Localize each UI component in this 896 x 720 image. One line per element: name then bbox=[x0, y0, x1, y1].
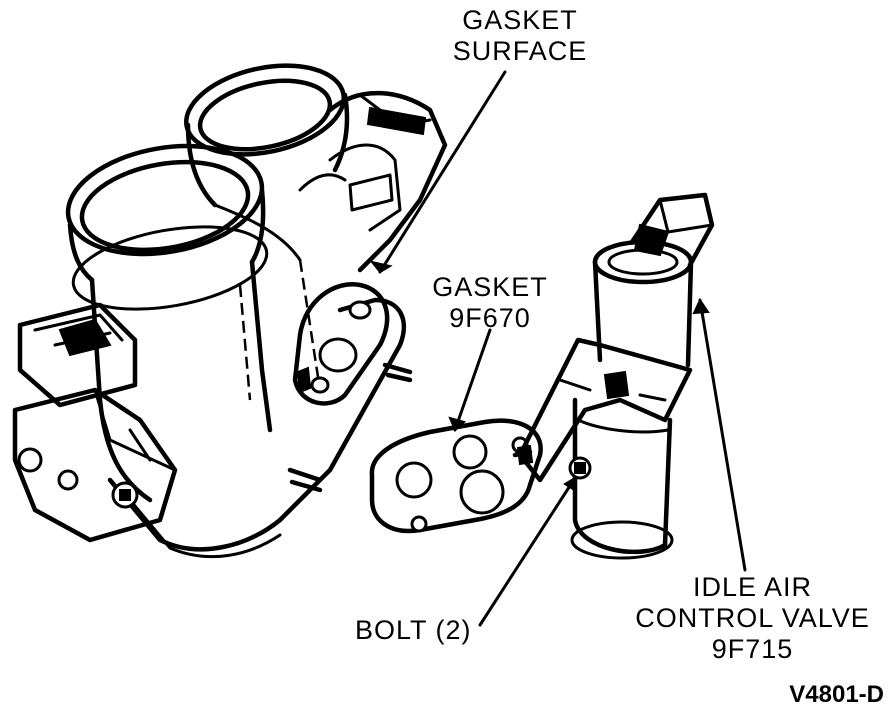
label-iac-valve-line3: 9F715 bbox=[711, 634, 794, 664]
leader-bolt bbox=[478, 476, 577, 627]
gasket-9f670 bbox=[369, 418, 543, 534]
label-iac-valve-line2: CONTROL VALVE bbox=[635, 603, 870, 633]
label-gasket-line2: 9F670 bbox=[449, 303, 531, 333]
throttle-body bbox=[12, 63, 448, 559]
label-iac-valve: IDLE AIR CONTROL VALVE 9F715 bbox=[620, 572, 885, 665]
label-gasket-line1: GASKET bbox=[432, 272, 548, 302]
label-gasket-surface-line1: GASKET bbox=[462, 5, 578, 35]
label-gasket-surface-line2: SURFACE bbox=[452, 36, 588, 66]
leader-lines bbox=[369, 70, 747, 627]
label-gasket-surface: GASKET SURFACE bbox=[440, 5, 600, 67]
idle-air-control-valve bbox=[512, 192, 715, 560]
leader-gasket bbox=[453, 328, 492, 432]
leader-gasket-surface bbox=[378, 70, 507, 274]
figure-id: V4801-D bbox=[789, 681, 884, 708]
label-gasket: GASKET 9F670 bbox=[425, 272, 555, 334]
leader-iac-valve bbox=[698, 298, 747, 572]
label-bolt: BOLT (2) bbox=[355, 615, 472, 645]
label-iac-valve-line1: IDLE AIR bbox=[692, 572, 813, 602]
